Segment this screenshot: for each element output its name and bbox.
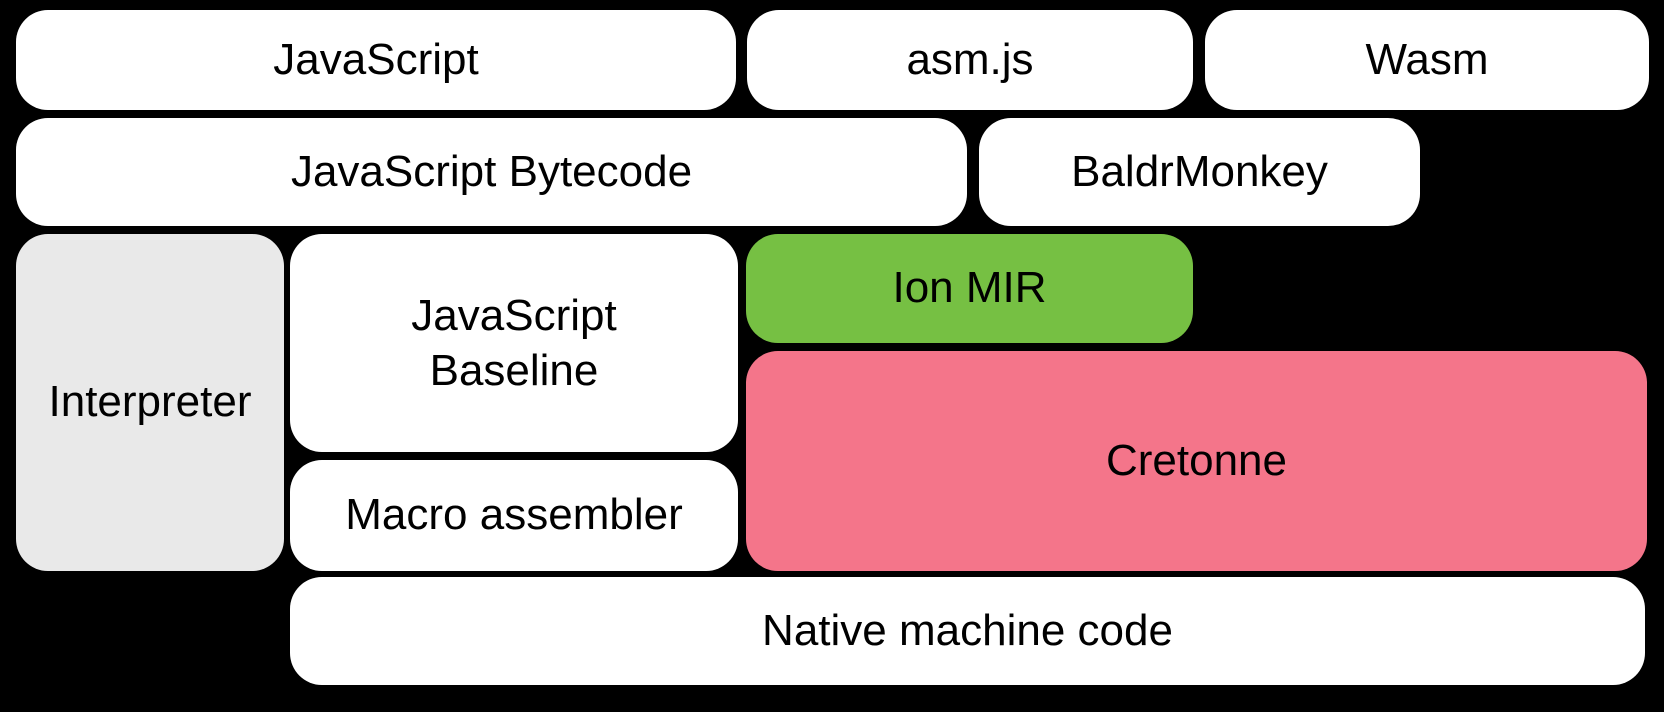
- box-bytecode: JavaScript Bytecode: [16, 118, 967, 226]
- box-nativecode: Native machine code: [290, 577, 1645, 685]
- box-ionmir: Ion MIR: [746, 234, 1193, 343]
- box-macroassembler-label: Macro assembler: [345, 490, 683, 540]
- box-interpreter-label: Interpreter: [48, 377, 252, 427]
- box-baldrmonkey-label: BaldrMonkey: [1071, 146, 1328, 196]
- box-baseline-label: JavaScript Baseline: [411, 291, 617, 395]
- box-javascript: JavaScript: [16, 10, 736, 110]
- box-baseline: JavaScript Baseline: [290, 234, 738, 452]
- box-interpreter: Interpreter: [16, 234, 284, 571]
- box-cretonne-label: Cretonne: [1105, 435, 1287, 485]
- box-cretonne: Cretonne: [746, 351, 1647, 571]
- box-macroassembler: Macro assembler: [290, 460, 738, 571]
- box-wasm: Wasm: [1205, 10, 1649, 110]
- box-wasm-label: Wasm: [1365, 34, 1489, 84]
- box-ionmir-label: Ion MIR: [892, 263, 1047, 313]
- box-bytecode-label: JavaScript Bytecode: [290, 146, 693, 196]
- box-asmjs-label: asm.js: [906, 34, 1034, 84]
- box-nativecode-label: Native machine code: [762, 605, 1173, 655]
- box-javascript-label: JavaScript: [273, 34, 479, 84]
- box-asmjs: asm.js: [747, 10, 1193, 110]
- box-baldrmonkey: BaldrMonkey: [979, 118, 1420, 226]
